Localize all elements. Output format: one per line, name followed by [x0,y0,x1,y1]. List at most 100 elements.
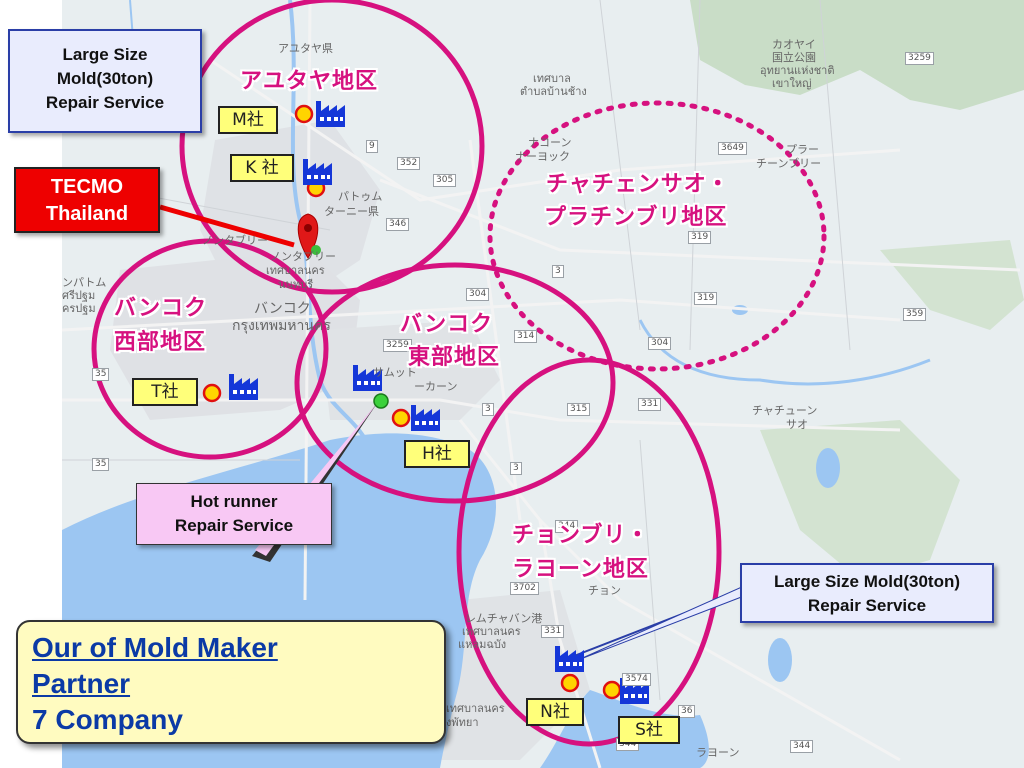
place-rayong: ラヨーン [696,746,740,759]
zone-label-bangkok-east-2: 東部地区 [408,345,501,370]
callout-line: Mold(30ton) [56,69,154,88]
road-shield: 9 [366,140,378,153]
hot-runner-repair-callout: Hot runner Repair Service [136,483,332,545]
road-shield: 304 [466,288,490,301]
place-ayutthaya: アユタヤ県 [278,42,333,55]
place-nakhon-nayok-2: ナーヨック [515,150,570,163]
park-green-area [690,0,1024,110]
place-pattaya-th1: เทศบาลนคร [446,702,505,715]
partner-summary-box: Our of Mold Maker Partner 7 Company [16,620,446,744]
place-nakhon-nayok-1: ナコーン [528,136,572,149]
place-bangkok-th: กรุงเทพมหานคร [232,318,331,334]
zone-circle-bangkok-west [91,238,329,460]
large-mold-repair-callout-right: Large Size Mold(30ton) Repair Service [740,563,994,623]
tecmo-thailand-callout[interactable]: TECMO Thailand [14,167,160,233]
road-shield: 35 [92,368,110,381]
road-shield: 314 [514,330,538,343]
place-khao-yai: カオヤイ [772,38,816,51]
callout-line: Repair Service [174,516,294,535]
place-pattaya-th2: งพัทยา [446,716,479,729]
zone-label-chachoengsao-2: プラチンブリ地区 [544,205,728,230]
road-shield: 3259 [383,339,412,352]
company-h-label[interactable]: H社 [404,440,470,468]
hot-runner-marker-icon [373,393,389,409]
place-prachin-1: プラー [786,143,819,156]
company-m-label[interactable]: M社 [218,106,278,134]
callout-line: Large Size [62,45,148,64]
company-n-label[interactable]: N社 [526,698,584,726]
marker-h-icon [391,408,411,428]
place-prachin-2: チーンブリー [756,157,822,170]
road-shield: 3649 [718,142,747,155]
zone-label-chachoengsao-1: チャチェンサオ・ [546,172,730,197]
zone-label-chonburi-1: チョンブリ・ [512,523,650,548]
place-pathum-1: パトゥム [338,190,383,203]
place-nakhon-pathom-th1: ศรีปฐม [62,289,96,302]
road-shield: 315 [567,403,591,416]
place-laem-chabang: レムチャバン港 [465,612,543,625]
zone-circle-ayutthaya [179,0,485,295]
road-shield: 331 [541,625,565,638]
road-shield: 3 [552,265,564,278]
place-bangkok: バンコク [254,301,311,317]
road-shield: 3702 [510,582,539,595]
place-laem-chabang-th2: แหลมฉบัง [458,638,507,651]
callout-line: Hot runner [190,492,278,511]
callout-line: Repair Service [807,596,927,615]
marker-n-icon [560,673,580,693]
zone-label-ayutthaya: アユタヤ地区 [240,69,379,94]
road-shield: 3 [510,462,522,475]
callout-line: Repair Service [45,93,165,112]
place-chachoengsao-2: サオ [786,418,808,431]
road-shield: 359 [903,308,927,321]
tecmo-line: Thailand [45,203,129,225]
road-shield: 3 [482,403,494,416]
partner-line-2: Partner [32,668,131,699]
road-shield: 305 [433,174,457,187]
place-chon: チョン [588,584,621,597]
large-mold-repair-callout-top: Large Size Mold(30ton) Repair Service [8,29,202,133]
zone-label-bangkok-west-1: バンコク [114,296,208,321]
road-shield: 331 [638,398,662,411]
place-tambon: ตำบลบ้านช้าง [520,85,587,98]
place-nonthaburi-2: ノンタブリー [270,250,336,263]
road-shield: 319 [688,231,712,244]
place-khao-yai-th2: เขาใหญ่ [772,77,812,90]
place-thesaban: เทศบาล [533,72,571,85]
place-samut: サムット [373,366,417,379]
road-shield: 346 [386,218,410,231]
place-nonthaburi-th2: นนทบุรี [278,278,314,291]
zone-label-bangkok-west-2: 西部地区 [114,330,207,355]
road-shield: 344 [790,740,814,753]
road-shield: 319 [694,292,718,305]
place-nonthaburi-th1: เทศบาลนคร [266,264,325,277]
road-shield: 352 [397,157,421,170]
place-nakhon-pathom: ンパトム [62,276,107,289]
tecmo-line: TECMO [50,176,124,198]
tecmo-pointer [159,204,295,248]
company-k-label[interactable]: K 社 [230,154,294,182]
zone-label-chonburi-2: ラヨーン地区 [512,557,649,582]
company-s-label[interactable]: S社 [618,716,680,744]
zone-circle-chonburi [456,357,722,747]
marker-t-icon [202,383,222,403]
road-shield: 36 [678,705,696,718]
zone-circle-chachoengsao [487,100,827,372]
place-chachoengsao-1: チャチューン [752,404,818,417]
place-khao-yai-park: 国立公園 [772,51,816,64]
partner-line-3: 7 Company [32,704,183,735]
road-shield: 344 [555,520,579,533]
marker-m-icon [294,104,314,124]
road-shield: 3574 [622,673,651,686]
place-samut-2: ーカーン [414,380,458,393]
road-shield: 3259 [905,52,934,65]
place-khao-yai-th: อุทยานแห่งชาติ [760,64,835,77]
company-t-label[interactable]: T社 [132,378,198,406]
marker-s-icon [602,680,622,700]
place-laem-chabang-th1: เทศบาลนคร [462,625,521,638]
place-pathum-2: ターニー県 [324,205,379,218]
zone-circle-bangkok-east [294,262,616,504]
callout-line: Large Size Mold(30ton) [773,572,961,591]
road-shield: 35 [92,458,110,471]
